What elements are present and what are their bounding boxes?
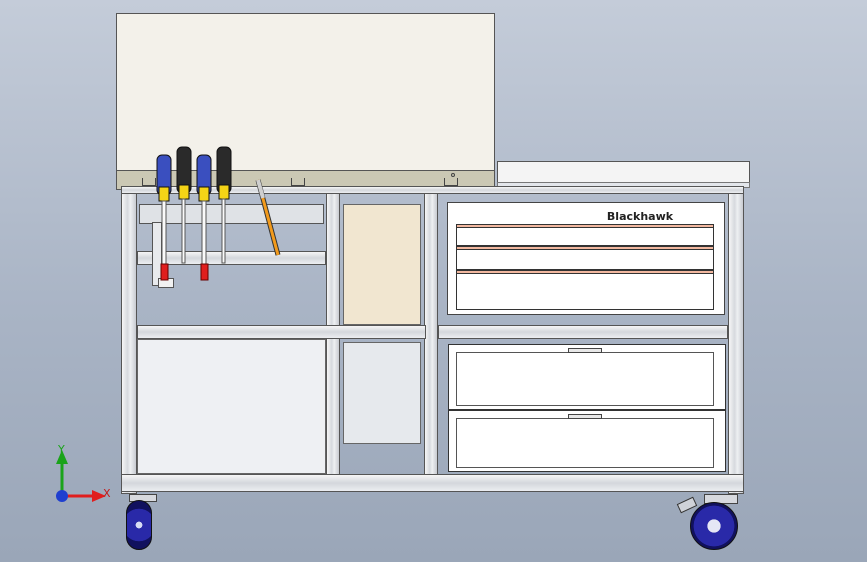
rail-hook [142,178,156,186]
angled-screwdriver[interactable] [255,179,281,256]
screwdriver-1[interactable] [156,154,172,281]
caster-left-wheel [126,500,152,550]
screwdriver-4[interactable] [216,146,232,264]
rail-screw [451,173,455,177]
drawer-upper-face [456,352,714,406]
wall-panel [116,13,495,173]
lower-left-bay [137,339,326,474]
toolbox-drawer-stripe [456,270,714,274]
drawer-lower-pull[interactable] [568,414,602,419]
axis-origin [56,490,68,502]
screwdriver-2[interactable] [176,146,192,264]
y-axis-arrow [56,450,68,464]
frame-rail-mid-right [438,325,728,339]
drawer-lower-face [456,418,714,468]
frame-post-mid-right [424,192,438,475]
toolbox-drawer[interactable] [456,270,714,310]
toolbox-drawer-stripe [456,224,714,228]
x-axis-arrow [92,490,106,502]
frame-rail-mid-left [137,325,426,339]
screwdriver-set [156,146,281,281]
screwdriver-3[interactable] [196,154,212,281]
cabinet-panel [343,204,421,325]
frame-rail-bottom [121,474,744,492]
cabinet-door [343,342,421,444]
frame-post-right [728,186,744,494]
toolbox-drawer-stripe [456,246,714,250]
frame-post-left [121,186,137,494]
coordinate-triad [56,450,106,502]
y-axis-label: Y [58,443,65,456]
frame-rail-top [121,186,744,194]
rail-hook [291,178,305,186]
toolbox-brand: Blackhawk [606,210,674,223]
rail-hook [444,178,458,186]
caster-right-wheel [690,502,738,550]
top-shelf [497,161,750,183]
x-axis-label: X [103,487,111,500]
drawer-upper-pull[interactable] [568,348,602,353]
